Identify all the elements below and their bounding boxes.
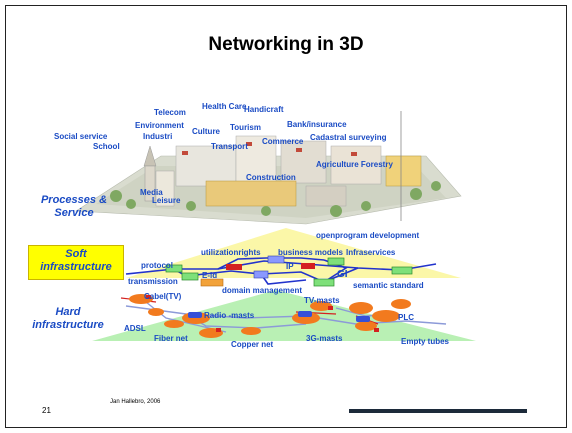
- label-adsl: ADSL: [124, 324, 146, 333]
- section-processes-line2: Service: [54, 207, 94, 219]
- label-commerce: Commerce: [262, 137, 304, 146]
- hard-blue-devices: [188, 311, 370, 322]
- label-environment: Environment: [135, 121, 184, 130]
- label-agriculture-forestry: Agriculture Forestry: [316, 160, 393, 169]
- label-radio-masts: Radio -masts: [204, 311, 255, 320]
- label-infraservices: Infraservices: [346, 248, 396, 257]
- footer-image-strip: [349, 409, 527, 413]
- author-credit: Jan Hallebro, 2006: [110, 399, 161, 405]
- label-leisure: Leisure: [152, 196, 181, 205]
- hard-layer: [92, 290, 476, 341]
- section-soft-line1: Soft: [65, 248, 87, 260]
- page-number: 21: [42, 406, 51, 415]
- label-media: Media: [140, 188, 163, 197]
- soft-nodes: [165, 255, 413, 287]
- label-cabel-tv: Cabel(TV): [144, 292, 182, 301]
- label-social-service: Social service: [54, 132, 108, 141]
- section-processes-line1: Processes &: [40, 194, 108, 206]
- slide-title: Networking in 3D: [208, 34, 364, 55]
- label-semantic-standard: semantic standard: [353, 281, 424, 290]
- section-soft-infrastructure: Soft infrastructure: [28, 248, 124, 274]
- label-handicraft: Handicraft: [244, 105, 284, 114]
- label-gi: GI: [337, 269, 348, 280]
- label-eid: E-id: [202, 271, 218, 280]
- label-utilizationrights: utilizationrights: [201, 248, 261, 257]
- soft-layer: [126, 228, 461, 278]
- label-tv-masts: TV-masts: [304, 296, 340, 305]
- label-protocol: protocol: [141, 261, 173, 270]
- city-illustration: [75, 111, 462, 225]
- section-soft-line2: infrastructure: [40, 261, 112, 273]
- label-domain-management: domain management: [222, 286, 303, 295]
- label-fiber-net: Fiber net: [154, 334, 188, 343]
- label-ip: IP: [286, 262, 294, 271]
- label-transmission: transmission: [128, 277, 178, 286]
- label-construction: Construction: [246, 173, 296, 182]
- label-bank-insurance: Bank/insurance: [287, 120, 347, 129]
- label-3g-masts: 3G-masts: [306, 334, 343, 343]
- section-hard-line2: infrastructure: [32, 319, 104, 331]
- label-telecom: Telecom: [154, 108, 186, 117]
- label-health-care: Health Care: [202, 102, 247, 111]
- hard-red-markers: [146, 295, 379, 332]
- label-plc: PLC: [398, 313, 414, 322]
- label-cadastral-surveying: Cadastral surveying: [310, 133, 387, 142]
- hard-nodes: [129, 294, 411, 338]
- label-school: School: [93, 142, 120, 151]
- section-hard-infrastructure: Hard infrastructure: [20, 306, 116, 332]
- slide: Networking in 3D: [5, 5, 567, 428]
- label-empty-tubes: Empty tubes: [401, 337, 450, 346]
- soft-infrastructure-box: [28, 245, 124, 280]
- label-copper-net: Copper net: [231, 340, 274, 349]
- section-processes-service: Processes & Service: [30, 194, 118, 220]
- label-transport: Transport: [211, 142, 248, 151]
- label-openprogram-development: openprogram development: [316, 231, 420, 240]
- label-tourism: Tourism: [230, 123, 261, 132]
- network-diagram: [75, 111, 476, 341]
- label-business-models: business models: [278, 248, 343, 257]
- label-industri: Industri: [143, 132, 173, 141]
- label-culture: Culture: [192, 127, 220, 136]
- section-hard-line1: Hard: [55, 306, 81, 318]
